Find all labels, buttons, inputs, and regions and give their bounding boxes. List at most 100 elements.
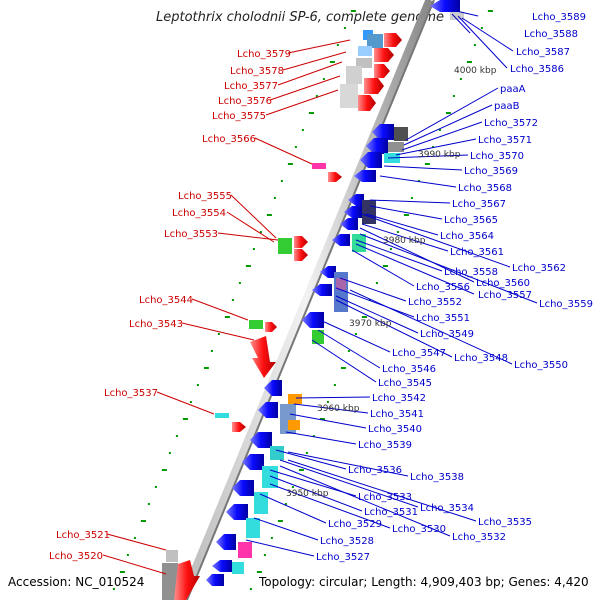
gene-arrow[interactable] <box>340 218 358 230</box>
gene-block[interactable] <box>254 492 268 514</box>
gene-label[interactable]: Lcho_3541 <box>370 409 424 420</box>
gene-arrow[interactable] <box>366 138 388 154</box>
gene-arrow[interactable] <box>294 236 308 248</box>
gene-block[interactable] <box>312 330 324 344</box>
gene-arrow[interactable] <box>302 312 324 328</box>
gene-block[interactable] <box>278 238 292 254</box>
gene-label[interactable]: Lcho_3548 <box>454 353 508 364</box>
gene-label[interactable]: Lcho_3575 <box>212 111 266 122</box>
gene-label[interactable]: Lcho_3586 <box>510 64 564 75</box>
gene-label[interactable]: Lcho_3554 <box>172 208 226 219</box>
gene-label[interactable]: Lcho_3549 <box>420 329 474 340</box>
gene-block[interactable] <box>288 420 300 430</box>
gene-arrow[interactable] <box>358 95 376 111</box>
gene-block[interactable] <box>270 446 284 460</box>
gene-label[interactable]: Lcho_3536 <box>348 465 402 476</box>
gene-label[interactable]: Lcho_3544 <box>139 295 193 306</box>
gene-arrow[interactable] <box>174 560 200 600</box>
gene-label[interactable]: Lcho_3562 <box>512 263 566 274</box>
gene-arrow[interactable] <box>206 574 224 586</box>
gene-label[interactable]: Lcho_3566 <box>202 134 256 145</box>
gene-arrow[interactable] <box>374 48 394 62</box>
gene-label[interactable]: Lcho_3564 <box>440 231 494 242</box>
gene-label[interactable]: Lcho_3540 <box>368 424 422 435</box>
gene-label[interactable]: Lcho_3588 <box>524 29 578 40</box>
gene-block[interactable] <box>288 394 302 404</box>
gene-label[interactable]: Lcho_3561 <box>450 247 504 258</box>
gene-label[interactable]: Lcho_3527 <box>316 552 370 563</box>
gene-label[interactable]: paaB <box>494 101 520 112</box>
gene-arrow[interactable] <box>232 422 246 432</box>
gene-arrow[interactable] <box>374 64 390 78</box>
gene-label[interactable]: Lcho_3537 <box>104 388 158 399</box>
gene-block[interactable] <box>246 518 260 538</box>
gene-block[interactable] <box>340 84 358 108</box>
gene-block[interactable] <box>394 127 408 141</box>
gene-block[interactable] <box>215 413 229 418</box>
gene-label[interactable]: Lcho_3555 <box>178 191 232 202</box>
gene-arrow[interactable] <box>264 380 282 396</box>
gene-label[interactable]: Lcho_3552 <box>408 297 462 308</box>
gene-block[interactable] <box>362 200 376 224</box>
gene-label[interactable]: Lcho_3578 <box>230 66 284 77</box>
gene-arrow[interactable] <box>232 480 254 496</box>
gene-block[interactable] <box>367 34 383 48</box>
gene-arrow[interactable] <box>258 402 278 418</box>
gene-label[interactable]: Lcho_3542 <box>372 393 426 404</box>
gene-label[interactable]: Lcho_3567 <box>452 199 506 210</box>
gene-arrow[interactable] <box>212 560 232 572</box>
gene-label[interactable]: Lcho_3589 <box>532 12 586 23</box>
gene-arrow[interactable] <box>216 534 236 550</box>
gene-block[interactable] <box>232 562 244 574</box>
gene-label[interactable]: Lcho_3531 <box>364 507 418 518</box>
gene-label[interactable]: Lcho_3545 <box>378 378 432 389</box>
gene-label[interactable]: Lcho_3576 <box>218 96 272 107</box>
gene-label[interactable]: Lcho_3571 <box>478 135 532 146</box>
gene-arrow[interactable] <box>360 152 382 168</box>
gene-arrow[interactable] <box>265 322 277 332</box>
gene-label[interactable]: Lcho_3533 <box>358 492 412 503</box>
gene-label[interactable]: Lcho_3547 <box>392 348 446 359</box>
gene-arrow[interactable] <box>354 170 376 182</box>
gene-label[interactable]: Lcho_3528 <box>320 536 374 547</box>
gene-arrow[interactable] <box>430 0 460 12</box>
gene-label[interactable]: Lcho_3579 <box>237 49 291 60</box>
gene-arrow[interactable] <box>250 432 272 448</box>
gene-label[interactable]: Lcho_3560 <box>476 278 530 289</box>
gene-label[interactable]: Lcho_3568 <box>458 183 512 194</box>
gene-label[interactable]: Lcho_3530 <box>392 524 446 535</box>
gene-block[interactable] <box>346 66 362 84</box>
gene-block[interactable] <box>162 563 178 600</box>
gene-label[interactable]: Lcho_3520 <box>49 551 103 562</box>
gene-label[interactable]: Lcho_3572 <box>484 118 538 129</box>
gene-block[interactable] <box>356 58 372 68</box>
gene-block[interactable] <box>336 278 346 290</box>
gene-label[interactable]: Lcho_3534 <box>420 503 474 514</box>
gene-label[interactable]: paaA <box>500 84 526 95</box>
gene-arrow[interactable] <box>294 249 308 261</box>
gene-label[interactable]: Lcho_3565 <box>444 215 498 226</box>
gene-label[interactable]: Lcho_3587 <box>516 47 570 58</box>
gene-label[interactable]: Lcho_3570 <box>470 151 524 162</box>
gene-block[interactable] <box>249 320 263 329</box>
gene-arrow[interactable] <box>250 336 276 378</box>
gene-arrow[interactable] <box>348 194 364 206</box>
gene-block[interactable] <box>352 234 366 252</box>
gene-block[interactable] <box>388 142 404 152</box>
gene-arrow[interactable] <box>328 172 342 182</box>
gene-block[interactable] <box>238 542 252 558</box>
gene-block[interactable] <box>358 46 372 56</box>
gene-label[interactable]: Lcho_3557 <box>478 290 532 301</box>
gene-label[interactable]: Lcho_3553 <box>164 229 218 240</box>
gene-label[interactable]: Lcho_3559 <box>539 299 593 310</box>
gene-label[interactable]: Lcho_3539 <box>358 440 412 451</box>
gene-label[interactable]: Lcho_3529 <box>328 519 382 530</box>
gene-block[interactable] <box>312 163 326 169</box>
gene-label[interactable]: Lcho_3535 <box>478 517 532 528</box>
gene-arrow[interactable] <box>384 33 402 47</box>
gene-block[interactable] <box>166 550 178 562</box>
gene-label[interactable]: Lcho_3550 <box>514 360 568 371</box>
gene-label[interactable]: Lcho_3551 <box>416 313 470 324</box>
gene-label[interactable]: Lcho_3556 <box>416 282 470 293</box>
gene-label[interactable]: Lcho_3569 <box>464 166 518 177</box>
